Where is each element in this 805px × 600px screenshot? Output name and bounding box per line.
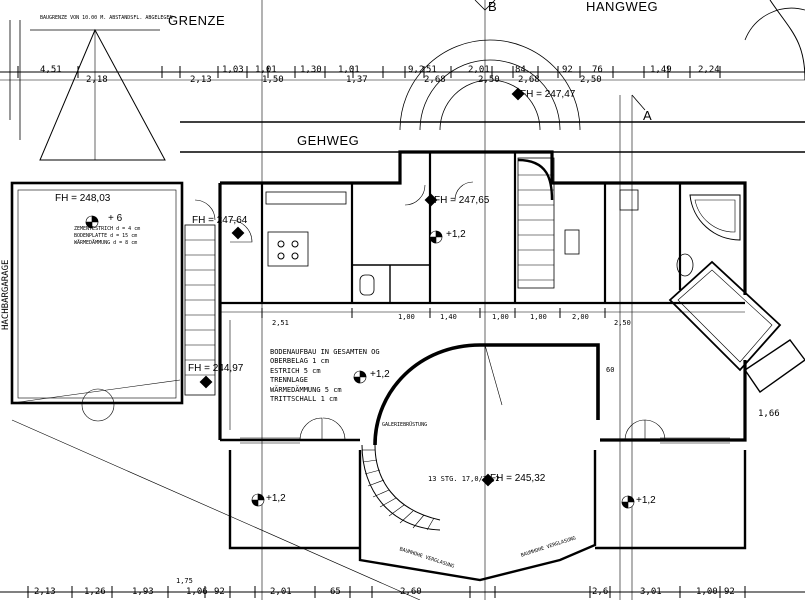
dim-mid: 2,00 (572, 313, 589, 321)
level-symbol-right (621, 495, 635, 509)
dim-top: 1,01 (338, 65, 360, 75)
garage-buildup-line: ZEMENTESTRICH d = 4 cm (74, 226, 141, 232)
lower-wall-east (595, 450, 747, 550)
dim-bottom: 92 (214, 587, 225, 597)
dim-mid: 1,00 (530, 313, 547, 321)
dim-mid: 1,40 (440, 313, 457, 321)
floor-buildup-line: OBERBELAG 1 cm (270, 357, 330, 366)
dim-bottom: 1,93 (132, 587, 154, 597)
dim-bottom: 1,00 (696, 587, 718, 597)
bay-wall (358, 450, 597, 582)
dim-top: 92 (562, 65, 573, 75)
top-note: BAUGRENZE VON 10.00 M. ABSTANDSFL. ABGEL… (40, 15, 173, 21)
dim-top: 1,01 (255, 65, 277, 75)
level-plus12-right: +1,2 (636, 495, 656, 506)
garage-buildup-line: WÄRMEDÄMMUNG d = 8 cm (74, 240, 138, 246)
dim-top: 2,01 (468, 65, 490, 75)
level-entry: FH = 247,65 (434, 195, 490, 206)
garage-buildup-line: BODENPLATTE d = 15 cm (74, 233, 138, 239)
dim-bottom: 2,60 (400, 587, 422, 597)
note-gallery: GALERIEBRÜSTUNG (382, 422, 428, 428)
dim-top: 1,30 (300, 65, 322, 75)
level-plus6: + 6 (108, 213, 123, 224)
dim-right: 1,66 (758, 409, 780, 419)
level-stair-top: FH = 247,64 (192, 215, 248, 226)
dim-top-row2: 2,68 (518, 75, 540, 85)
floor-buildup-line: TRITTSCHALL 1 cm (270, 395, 338, 404)
lower-wall-west (228, 450, 360, 550)
label-gehweg: GEHWEG (297, 133, 360, 148)
dim-top-row2: 2,50 (478, 75, 500, 85)
level-symbol-garage (85, 215, 99, 229)
stove (267, 231, 309, 267)
dim-top: 9,2 (408, 65, 425, 75)
label-grenze: GRENZE (168, 13, 226, 28)
road-arc-1 (399, 39, 581, 131)
dim-top: 51 (426, 65, 437, 75)
label-garage: HACHBARGARAGE (1, 259, 11, 330)
dim-bottom: 92 (724, 587, 735, 597)
dim-top: 1,03 (222, 65, 244, 75)
level-symbol-left (251, 493, 265, 507)
level-garage: FH = 248,03 (55, 193, 111, 204)
dim-mid: 2,51 (272, 319, 289, 327)
dim-top: 2,24 (698, 65, 720, 75)
level-lower: FH = 244,97 (188, 363, 244, 374)
dim-top: 2,18 (86, 75, 108, 85)
dim-bottom: 2,13 (34, 587, 56, 597)
level-plus12-entry: +1,2 (446, 229, 466, 240)
dim-bottom-small: 1,75 (176, 577, 193, 585)
label-hangweg: HANGWEG (586, 0, 659, 14)
garage-wall (10, 181, 184, 405)
note-garage-buildup: ZEMENTESTRICH d = 4 cm BODENPLATTE d = 1… (74, 226, 140, 247)
dim-top-row2: 2,68 (424, 75, 446, 85)
dim-top: 1,49 (650, 65, 672, 75)
axis-label-a: A (643, 108, 653, 123)
level-center: FH = 245,32 (490, 473, 546, 484)
diagonal-line (11, 419, 421, 600)
dim-top: 84 (515, 65, 526, 75)
dim-bottom: 2,01 (270, 587, 292, 597)
dim-top-row2: 1,37 (346, 75, 368, 85)
dim-top-row2: 1,50 (262, 75, 284, 85)
garage-drain (81, 388, 115, 422)
dim-top: 4,51 (40, 65, 62, 75)
level-plus12-left: +1,2 (266, 493, 286, 504)
note-stair: 13 STG. 17,0/27,2 (428, 475, 500, 483)
dim-bottom: 65 (330, 587, 341, 597)
floor-buildup-line: BODENAUFBAU IN GESAMTEN OG (270, 348, 380, 356)
level-symbol-hall (353, 370, 367, 384)
dim-mid: 1,00 (492, 313, 509, 321)
axis-label-b: B (488, 0, 498, 14)
level-symbol-entry (429, 230, 443, 244)
dim-bottom: 1,06 (186, 587, 208, 597)
angled-wing (668, 260, 782, 372)
dim-bottom: 1,26 (84, 587, 106, 597)
floor-buildup-line: ESTRICH 5 cm (270, 366, 321, 375)
site-triangle (39, 28, 166, 161)
outer-wall-north (220, 150, 747, 295)
dim-bottom: 2,6 (592, 587, 609, 597)
spiral-stair-outer (373, 343, 481, 446)
dim-bottom: 3,01 (640, 587, 662, 597)
dim-mid: 1,00 (398, 313, 415, 321)
dim-top: 76 (592, 65, 603, 75)
dim-top: 2,13 (190, 75, 212, 85)
stair-inner (517, 157, 555, 289)
dim-top-row2: 2,50 (580, 75, 602, 85)
level-arrow-1 (231, 226, 245, 240)
stair-garage (184, 224, 216, 396)
level-plus12-hall: +1,2 (370, 369, 390, 380)
dim-mid: 2,50 (614, 319, 631, 327)
note-floor-buildup: BODENAUFBAU IN GESAMTEN OG OBERBELAG 1 c… (270, 348, 380, 405)
level-road: FH = 247,47 (520, 89, 576, 100)
floor-buildup-line: TRENNLAGE (270, 376, 308, 385)
dim-right: 60 (606, 366, 615, 374)
floor-buildup-line: WÄRMEDÄMMUNG 5 cm (270, 385, 342, 394)
